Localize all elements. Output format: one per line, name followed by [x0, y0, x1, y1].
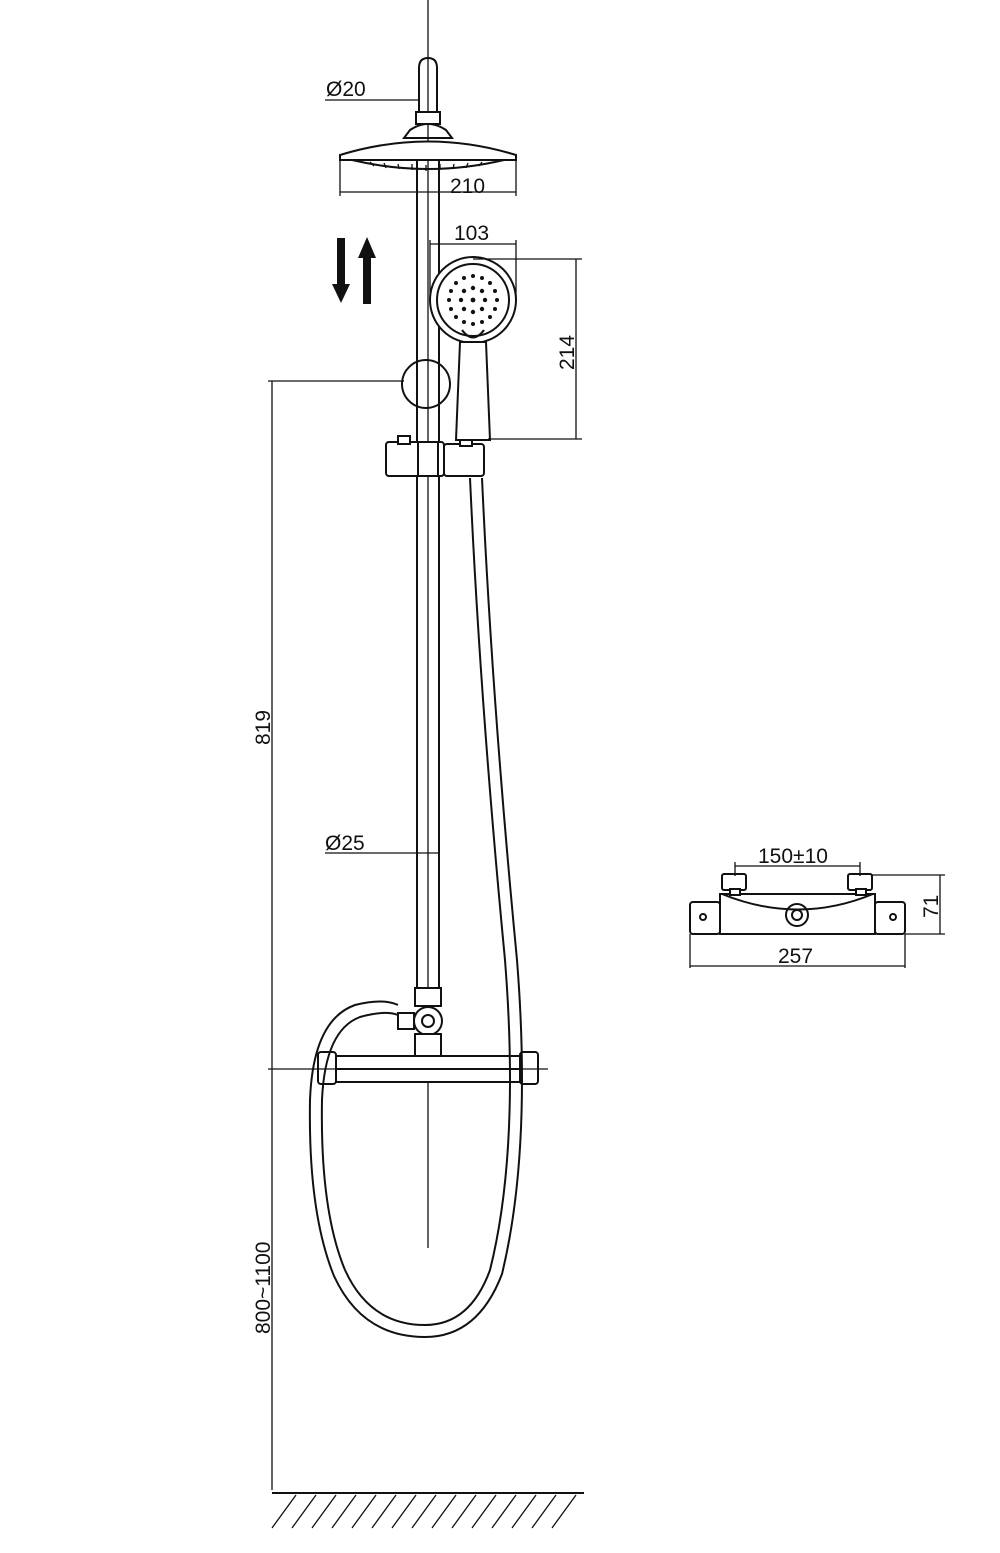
dim-label-inlet-spacing: 150±10 [758, 845, 828, 868]
diverter [397, 987, 443, 1057]
dimension-hand-shower-length: 214 [473, 258, 582, 440]
dimension-overhead-width: 210 [339, 158, 517, 198]
wall-bracket [401, 359, 451, 409]
up-down-arrows-icon [332, 237, 376, 304]
dim-label-valve-width: 257 [778, 945, 813, 968]
dim-label-hand-shower-length: 214 [556, 335, 579, 370]
shower-column [308, 0, 539, 1339]
dimension-rail-height: 819 800~1100 [252, 380, 548, 1490]
dim-label-overhead-width: 210 [450, 175, 485, 198]
dimension-rail-diameter: Ø25 [325, 832, 439, 855]
dimension-valve-width: 257 [689, 934, 906, 968]
dimension-hand-shower-width: 103 [429, 222, 517, 298]
dimension-top-pipe: Ø20 [325, 78, 419, 101]
dimension-valve-depth: 71 [872, 874, 945, 935]
dim-label-valve-height: 800~1100 [252, 1242, 275, 1334]
dim-label-rail-diameter: Ø25 [325, 832, 365, 855]
dim-label-hand-shower-width: 103 [454, 222, 489, 245]
overhead-shower-head [339, 140, 517, 171]
dimension-inlet-spacing: 150±10 [734, 845, 861, 876]
dim-label-top-pipe-diameter: Ø20 [326, 78, 366, 101]
dim-label-rail-height: 819 [252, 710, 275, 745]
dim-label-valve-depth: 71 [920, 895, 943, 918]
slider-holder [385, 435, 485, 477]
hand-shower [429, 256, 517, 441]
shower-hose [308, 477, 523, 1339]
thermostatic-mixer [317, 1051, 539, 1085]
floor-hatch [271, 1492, 584, 1529]
valve-top-view [689, 873, 906, 935]
